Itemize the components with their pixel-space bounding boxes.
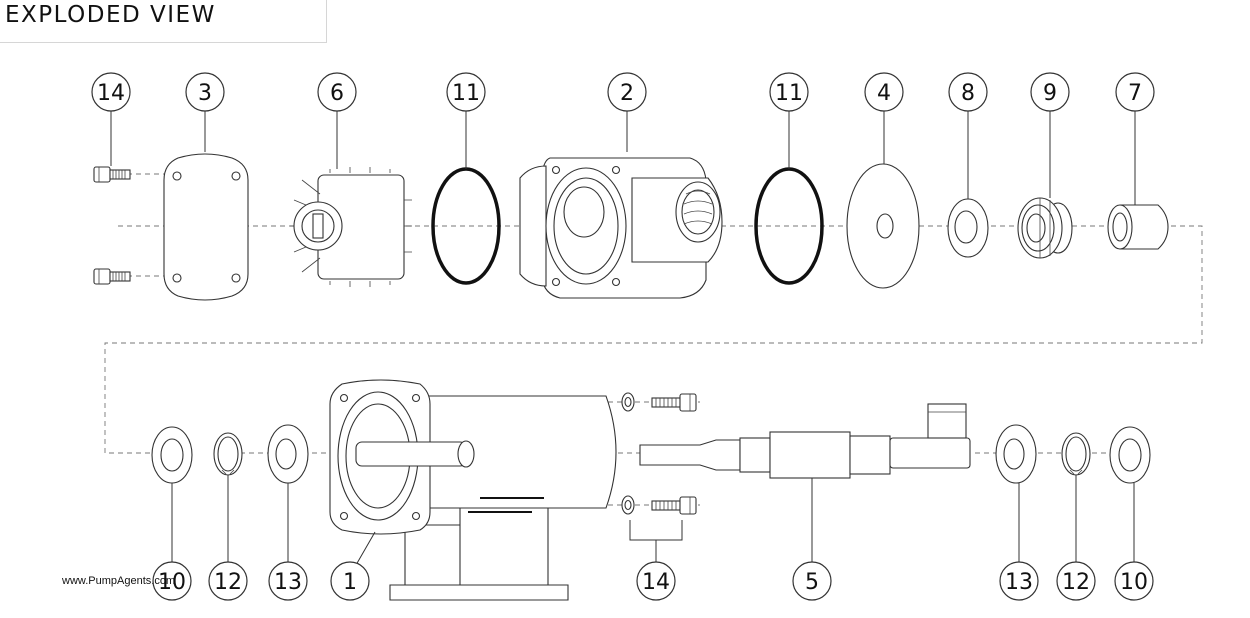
title-tab: EXPLODED VIEW [0,0,327,43]
part-5-shaft [639,403,971,479]
part-1-bearing-housing [329,379,617,601]
callout-3: 3 [185,72,225,112]
svg-text:1: 1 [343,570,357,595]
callout-4: 4 [864,72,904,112]
svg-text:11: 11 [452,81,480,106]
part-13-washer-left [267,424,309,484]
callout-9: 9 [1030,72,1070,112]
callout-8: 8 [948,72,988,112]
svg-text:3: 3 [198,81,212,106]
callout-10-right: 10 [1114,561,1154,601]
callout-14-bottom: 14 [636,561,676,601]
svg-text:8: 8 [961,81,975,106]
svg-text:13: 13 [274,570,302,595]
part-14-bolts-top [93,166,131,285]
callout-12-right: 12 [1056,561,1096,601]
page-title: EXPLODED VIEW [5,2,216,28]
svg-text:6: 6 [330,81,344,106]
part-3-cover-plate [163,153,249,301]
callout-11-b: 11 [769,72,809,112]
callout-bubbles-top: 14 3 6 11 2 11 4 8 [91,72,1155,112]
callout-11-a: 11 [446,72,486,112]
svg-text:13: 13 [1005,570,1033,595]
svg-text:12: 12 [214,570,242,595]
part-13-washer-right [995,424,1037,484]
callout-5: 5 [792,561,832,601]
svg-text:12: 12 [1062,570,1090,595]
svg-text:10: 10 [1120,570,1148,595]
callout-6: 6 [317,72,357,112]
svg-text:9: 9 [1043,81,1057,106]
callout-12-left: 12 [208,561,248,601]
svg-text:2: 2 [620,81,634,106]
callout-2: 2 [607,72,647,112]
callout-13-left: 13 [268,561,308,601]
callout-10-left: 10 [152,561,192,601]
part-14-bolts-bottom [621,392,697,515]
part-6-impeller [290,167,412,287]
svg-text:11: 11 [775,81,803,106]
svg-text:14: 14 [642,570,670,595]
leader-lines [110,111,1136,566]
part-10-seal-left [151,426,193,484]
part-10-seal-right [1109,426,1151,484]
part-12-retaining-ring-right [1061,432,1091,476]
callout-7: 7 [1115,72,1155,112]
part-12-retaining-ring-left [213,432,243,476]
callout-14-top: 14 [91,72,131,112]
website-watermark: www.PumpAgents.com [62,575,176,587]
part-4-wear-plate [846,163,920,289]
part-8-seal [947,198,989,258]
part-2-pump-body [519,157,723,299]
svg-text:4: 4 [877,81,891,106]
svg-text:5: 5 [805,570,819,595]
callout-13-right: 13 [999,561,1039,601]
callout-1: 1 [330,561,370,601]
callout-bubbles-bottom: 10 12 13 1 14 5 13 12 [152,561,1154,601]
svg-text:14: 14 [97,81,125,106]
part-7-sleeve [1107,204,1169,250]
part-9-bearing [1017,197,1073,259]
svg-text:7: 7 [1128,81,1142,106]
svg-text:10: 10 [158,570,186,595]
